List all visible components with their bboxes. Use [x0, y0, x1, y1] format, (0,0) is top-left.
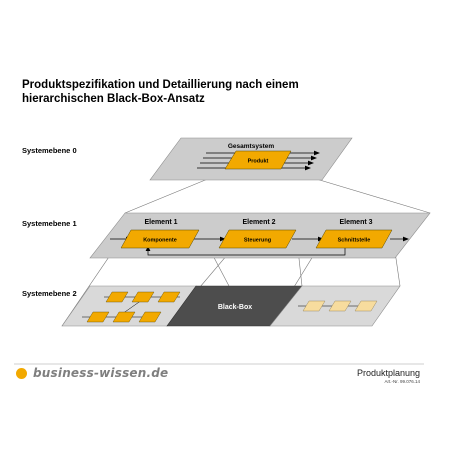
title-line-2: hierarchischen Black-Box-Ansatz	[22, 93, 205, 105]
article-number: Art.-Nr. 99.076.14	[384, 379, 420, 384]
sub-component	[105, 291, 129, 303]
arrowhead-icon	[220, 236, 226, 242]
sub-component	[138, 311, 162, 323]
title-line-1: Produktspezifikation und Detaillierung n…	[22, 79, 299, 91]
brand-name: business-wissen.de	[33, 366, 169, 380]
schnittstelle-label: Schnittstelle	[338, 238, 371, 244]
element-1-heading: Element 1	[144, 219, 177, 226]
footer-info: Produktplanung Art.-Nr. 99.076.14	[357, 368, 420, 384]
brand-dot-icon	[16, 367, 27, 379]
arrowhead-icon	[311, 155, 317, 161]
level-label-0: Systemebene 0	[22, 146, 77, 155]
arrowhead-icon	[403, 236, 409, 242]
gesamtsystem-label: Gesamtsystem	[228, 143, 274, 150]
komponente-label: Komponente	[143, 238, 177, 244]
flow-arrow	[121, 299, 143, 315]
sub-component	[354, 300, 378, 312]
sub-component	[328, 300, 352, 312]
return-arrow	[147, 248, 346, 256]
sub-component	[86, 311, 110, 323]
brand-logo: business-wissen.de	[16, 366, 168, 380]
blackbox-label: Black-Box	[218, 304, 252, 311]
sub-component	[157, 291, 181, 303]
produkt-label: Produkt	[248, 159, 269, 165]
level-label-2: Systemebene 2	[22, 289, 77, 298]
level-label-1: Systemebene 1	[22, 219, 77, 228]
komponente-box	[120, 229, 200, 249]
element-3-heading: Element 3	[339, 219, 372, 226]
arrowhead-icon	[314, 150, 320, 156]
sub-component	[131, 291, 155, 303]
arrowhead-icon	[145, 246, 151, 251]
sub-component	[302, 300, 326, 312]
document-title: Produktplanung	[356, 368, 420, 378]
produkt-box	[224, 150, 292, 170]
arrowhead-icon	[308, 160, 314, 166]
schnittstelle-box	[315, 229, 393, 249]
steuerung-label: Steuerung	[244, 238, 271, 244]
sub-component	[112, 311, 136, 323]
steuerung-box	[218, 229, 297, 249]
arrowhead-icon	[305, 165, 311, 171]
element-2-heading: Element 2	[242, 219, 275, 226]
